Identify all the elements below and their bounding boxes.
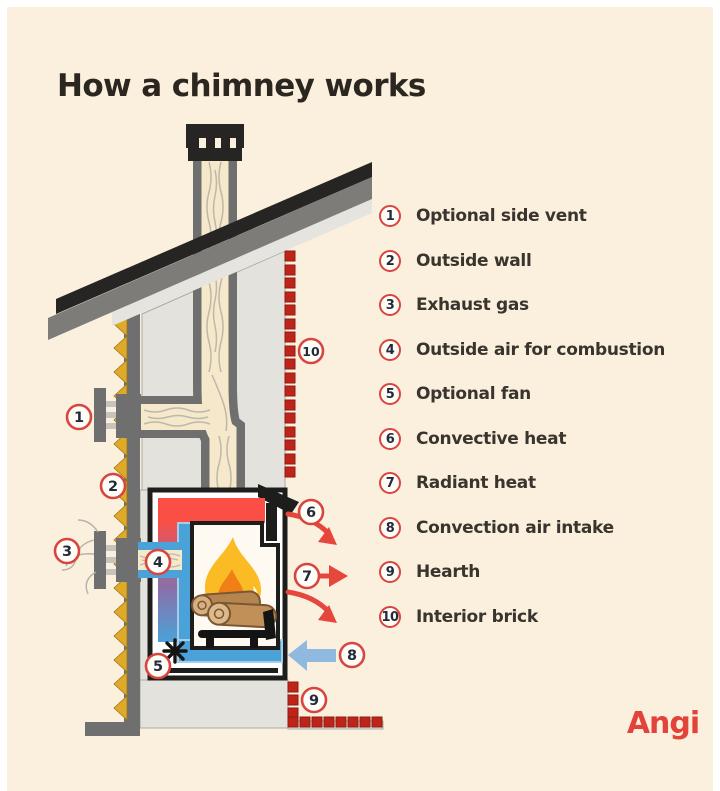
diagram-markers: 1 2 3 4 5 6 7 8 9 10 (53, 337, 366, 714)
legend-label-6: Convective heat (416, 429, 567, 449)
svg-text:3: 3 (62, 544, 72, 560)
damper-bar (266, 503, 277, 541)
legend-label-8: Convection air intake (416, 518, 614, 538)
marker-9: 9 (300, 686, 328, 714)
legend-label-7: Radiant heat (416, 473, 536, 493)
svg-text:6: 6 (306, 505, 316, 521)
legend-marker-5: 5 (379, 383, 401, 405)
svg-text:2: 2 (108, 479, 118, 495)
legend-marker-3: 3 (379, 294, 401, 316)
svg-text:1: 1 (74, 410, 84, 426)
marker-5: 5 (144, 652, 172, 680)
log-front (207, 601, 277, 629)
page-title: How a chimney works (57, 67, 426, 104)
legend: 1 Optional side vent 2 Outside wall 3 Ex… (7, 7, 713, 791)
svg-text:9: 9 (309, 693, 319, 709)
svg-text:7: 7 (302, 569, 312, 585)
fireplace-base-line (158, 668, 278, 673)
marker-6: 6 (297, 498, 325, 526)
legend-label-3: Exhaust gas (416, 295, 529, 315)
marker-1: 1 (65, 403, 93, 431)
marker-4: 4 (144, 548, 172, 576)
svg-text:8: 8 (347, 648, 357, 664)
legend-label-5: Optional fan (416, 384, 531, 404)
marker-10: 10 (297, 337, 325, 365)
legend-label-1: Optional side vent (416, 206, 587, 226)
roof (48, 162, 372, 340)
legend-marker-7: 7 (379, 472, 401, 494)
svg-text:4: 4 (153, 555, 163, 571)
svg-text:5: 5 (153, 659, 163, 675)
fire-grate (198, 609, 276, 648)
legend-label-9: Hearth (416, 562, 481, 582)
legend-label-10: Interior brick (416, 607, 538, 627)
legend-marker-9: 9 (379, 561, 401, 583)
legend-marker-4: 4 (379, 339, 401, 361)
svg-text:10: 10 (302, 344, 320, 359)
legend-label-2: Outside wall (416, 251, 532, 271)
chimney-cap (186, 124, 244, 161)
marker-2: 2 (99, 472, 127, 500)
hearth-bricks (287, 681, 383, 728)
convection-intake-arrow (288, 640, 336, 671)
angi-logo: Angi (626, 706, 700, 741)
legend-label-4: Outside air for combustion (416, 340, 666, 360)
convective-heat-arrow-lower (285, 589, 337, 623)
legend-marker-1: 1 (379, 205, 401, 227)
infographic-canvas: How a chimney works (7, 7, 713, 791)
legend-marker-10: 10 (379, 606, 401, 628)
fireplace-unit (147, 484, 299, 681)
hot-zone-band (158, 498, 265, 523)
legend-marker-6: 6 (379, 428, 401, 450)
marker-3: 3 (53, 537, 81, 565)
fan-icon (162, 638, 188, 664)
smoke-shelf-wedge (258, 484, 299, 514)
legend-marker-8: 8 (379, 517, 401, 539)
legend-marker-2: 2 (379, 250, 401, 272)
side-vent-lower (94, 531, 141, 589)
marker-8: 8 (338, 641, 366, 669)
side-vent-upper (94, 388, 141, 442)
interior-brick-column (284, 250, 296, 478)
marker-7: 7 (293, 562, 321, 590)
